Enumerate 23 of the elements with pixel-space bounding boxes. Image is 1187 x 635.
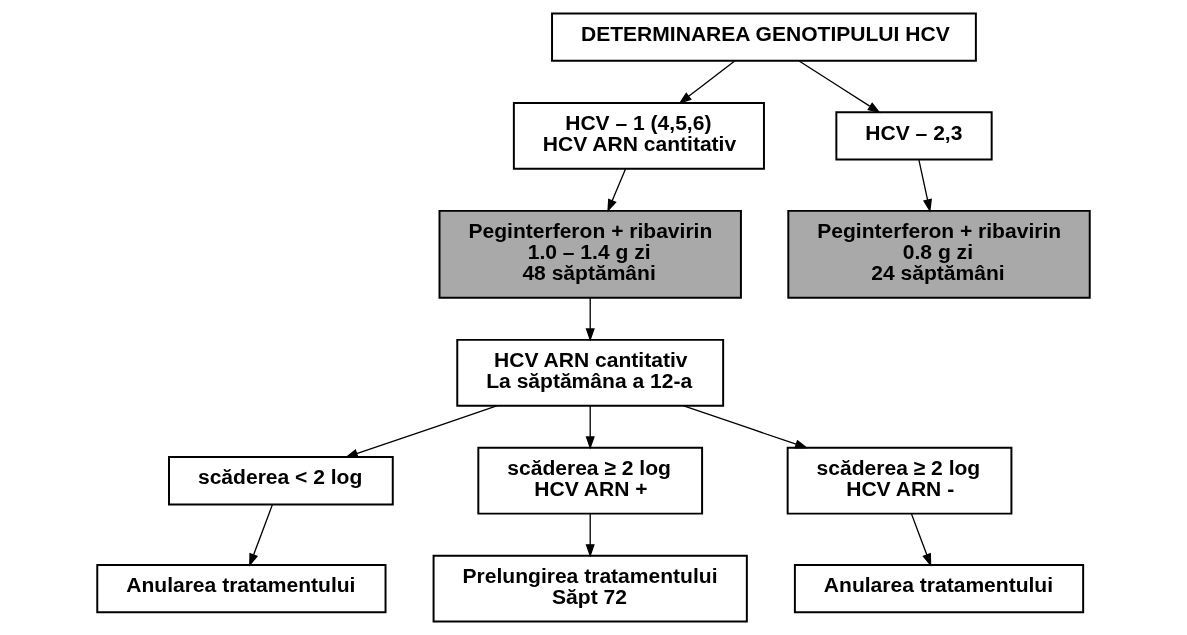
node-box: scăderea ≥ 2 log HCV ARN + <box>477 446 704 515</box>
arrow <box>918 159 932 213</box>
arrow <box>682 405 809 449</box>
node-box: scăderea < 2 log <box>168 456 394 506</box>
arrow <box>585 512 595 558</box>
arrow <box>585 405 595 450</box>
node-box: HCV – 2,3 <box>835 111 993 161</box>
node-box: HCV – 1 (4,5,6) HCV ARN cantitativ <box>512 101 765 170</box>
node-box: HCV ARN cantitativ La săptămâna a 12-a <box>456 338 725 407</box>
arrow <box>678 60 735 105</box>
node-box: DETERMINAREA GENOTIPULUI HCV <box>551 12 977 62</box>
arrow <box>607 168 627 213</box>
arrow <box>798 60 881 114</box>
node-box: Peginterferon + ribavirin 1.0 – 1.4 g zi 48 săptămâni <box>438 209 742 299</box>
arrow <box>910 512 932 567</box>
arrow <box>249 504 273 567</box>
arrow <box>344 405 499 458</box>
node-box: Prelungirea tratamentului Săpt 72 <box>432 554 748 623</box>
node-box: Peginterferon + ribavirin 0.8 g zi 24 săptămâni <box>787 209 1091 299</box>
node-box: scăderea ≥ 2 log HCV ARN - <box>786 446 1013 515</box>
node-box: Anularea tratamentului <box>96 563 387 614</box>
arrow <box>585 297 595 342</box>
node-box: Anularea tratamentului <box>793 563 1085 614</box>
